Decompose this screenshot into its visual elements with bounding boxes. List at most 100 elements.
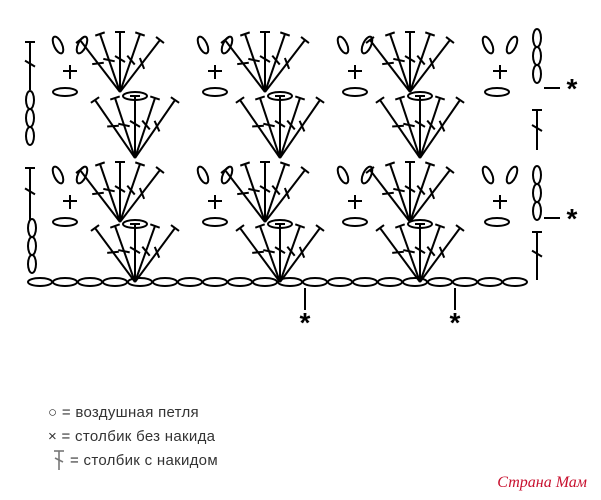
double-crochet-stitch (399, 225, 421, 283)
double-crochet-bar (531, 249, 543, 258)
double-crochet-top (109, 223, 121, 229)
chain-stitch (77, 277, 103, 287)
double-crochet-bar (129, 120, 141, 128)
double-crochet-stitch (409, 163, 431, 223)
double-crochet-stitch (279, 99, 321, 159)
double-crochet-bar (107, 250, 119, 254)
double-crochet-stitch (99, 33, 121, 93)
double-crochet-stitch (264, 169, 306, 223)
double-crochet-bar (382, 191, 394, 196)
chain-stitch (336, 35, 350, 55)
chain-stitch (427, 277, 453, 287)
double-crochet-top (170, 96, 180, 104)
double-crochet-bar (298, 120, 306, 132)
double-crochet-top (239, 31, 251, 37)
chain-stitch (377, 277, 403, 287)
chain-stitch (532, 64, 542, 84)
legend-single-crochet-text: × = столбик без накида (48, 427, 216, 445)
double-crochet-bar (138, 187, 146, 200)
double-crochet-top (375, 96, 385, 104)
chain-stitch (202, 277, 228, 287)
double-crochet-stitch (79, 39, 121, 93)
chain-stitch (505, 35, 519, 55)
double-crochet-bar (393, 187, 405, 193)
chain-stitch (360, 165, 374, 185)
double-crochet-bar (153, 120, 161, 132)
double-crochet-bar (438, 120, 446, 132)
double-crochet-top (394, 95, 406, 101)
double-crochet-bar (92, 61, 104, 66)
double-crochet-bar (426, 119, 436, 131)
double-crochet-top (90, 224, 100, 232)
double-crochet-bar (392, 124, 404, 128)
double-crochet-top (384, 161, 396, 167)
legend-row-chain: ○ = воздушная петля (48, 400, 218, 424)
chain-stitch (52, 277, 78, 287)
chain-stitch (25, 126, 35, 146)
chain-stitch (25, 90, 35, 110)
double-crochet-bar (298, 246, 306, 259)
chain-stitch (505, 165, 519, 185)
double-crochet-bar (118, 122, 130, 128)
double-crochet-stitch (379, 227, 421, 283)
double-crochet-stitch (99, 163, 121, 223)
double-crochet-bar (414, 246, 426, 254)
chain-stitch (75, 165, 89, 185)
double-crochet-bar (126, 184, 136, 196)
double-crochet-top (94, 31, 106, 37)
double-crochet-top (109, 95, 121, 101)
double-crochet-bar (114, 55, 126, 63)
chain-stitch (196, 165, 210, 185)
double-crochet-bar (103, 187, 115, 193)
double-crochet-bar (274, 246, 286, 254)
double-crochet-stitch (134, 227, 176, 283)
double-crochet-bar (531, 124, 543, 132)
chain-stitch (25, 108, 35, 128)
double-crochet-bar (24, 59, 36, 68)
double-crochet-bar (271, 54, 281, 66)
double-crochet-stitch (239, 99, 281, 159)
legend-row-double-crochet: = столбик с накидом (48, 448, 218, 472)
double-crochet-bar (138, 57, 146, 70)
chain-stitch (122, 91, 148, 101)
double-crochet-top (170, 224, 180, 232)
double-crochet-bar (426, 246, 436, 257)
double-crochet-stitch (419, 227, 461, 283)
double-crochet-stitch (264, 33, 286, 93)
chain-stitch (202, 217, 228, 227)
double-crochet-stitch (419, 99, 461, 159)
double-crochet-bar (414, 120, 426, 128)
double-crochet-bar (92, 191, 104, 196)
double-crochet-stitch (119, 33, 141, 93)
double-crochet-bar (438, 246, 446, 259)
double-crochet-top (294, 223, 306, 229)
chain-stitch (127, 277, 153, 287)
double-crochet-stitch (259, 97, 281, 159)
double-crochet-stitch (279, 225, 301, 283)
chain-stitch (502, 277, 528, 287)
double-crochet-stitch (419, 97, 441, 159)
double-crochet-top (424, 161, 436, 167)
double-crochet-bar (24, 187, 36, 196)
double-crochet-bar (263, 122, 275, 128)
chain-stitch (302, 277, 328, 287)
double-crochet-top (445, 166, 455, 174)
double-crochet-stitch (224, 169, 266, 223)
double-crochet-bar (114, 185, 126, 193)
chain-stitch (532, 183, 542, 203)
double-crochet-stitch (119, 169, 161, 223)
legend-double-crochet-text: = столбик с накидом (70, 451, 218, 469)
double-crochet-bar (271, 184, 281, 196)
chain-stitch (532, 165, 542, 185)
chain-stitch (220, 165, 234, 185)
double-crochet-bar (237, 61, 249, 66)
chain-stitch (27, 277, 53, 287)
double-crochet-top (315, 224, 325, 232)
double-crochet-top (384, 31, 396, 37)
double-crochet-bar (153, 246, 161, 259)
chain-stitch (227, 277, 253, 287)
legend-row-single-crochet: × = столбик без накида (48, 424, 218, 448)
chain-stitch (402, 277, 428, 287)
double-crochet-bar (404, 55, 416, 63)
diagram-marks (24, 28, 560, 310)
